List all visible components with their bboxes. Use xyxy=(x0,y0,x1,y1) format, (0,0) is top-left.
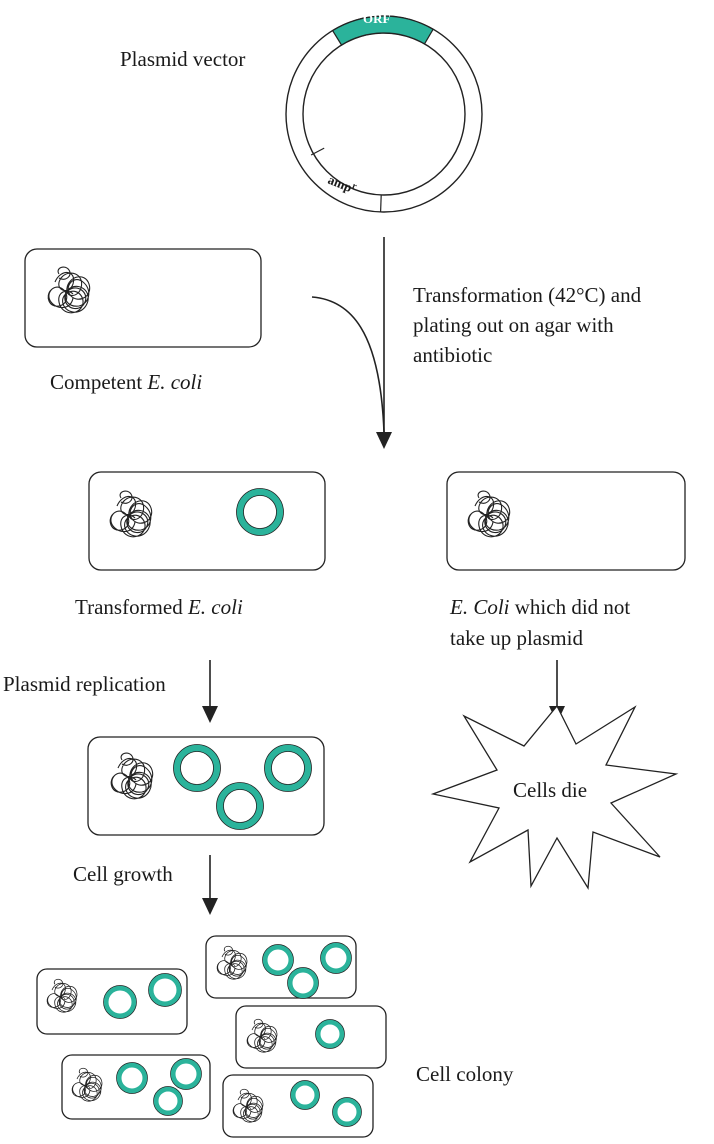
transformation-text-3: antibiotic xyxy=(413,343,492,367)
plasmid-replication-label: Plasmid replication xyxy=(3,672,166,696)
colony-cell xyxy=(222,1074,374,1138)
starburst-icon xyxy=(430,704,679,890)
notake-label-1: E. Coli which did not xyxy=(449,595,630,619)
orf-segment xyxy=(331,15,434,46)
cell-growth-label: Cell growth xyxy=(73,862,173,886)
plasmid-icon xyxy=(173,744,221,792)
competent-label: Competent E. coli xyxy=(50,370,202,394)
colony-cell xyxy=(61,1054,211,1120)
plasmid-icon xyxy=(264,744,312,792)
down-arrow-icon xyxy=(202,706,218,723)
notake-label-2: take up plasmid xyxy=(450,626,583,650)
plasmid-icon xyxy=(216,782,264,830)
plasmid-icon xyxy=(236,488,284,536)
orf-label: ORF xyxy=(363,11,391,26)
colony-cell xyxy=(205,935,357,999)
competent-cell xyxy=(24,248,262,348)
cell-colony-label: Cell colony xyxy=(416,1062,514,1086)
transformed-cell xyxy=(88,471,326,571)
cells-die-label: Cells die xyxy=(513,778,587,802)
colony-cell xyxy=(36,968,188,1035)
down-arrow-icon xyxy=(202,898,218,915)
curved-arrow xyxy=(311,296,385,433)
transformed-label: Transformed E. coli xyxy=(75,595,243,619)
down-arrow-icon xyxy=(376,432,392,449)
transformation-text-1: Transformation (42°C) and xyxy=(413,283,642,307)
untransformed-cell xyxy=(446,471,686,571)
plasmid-vector-icon xyxy=(285,15,483,213)
colony-cell xyxy=(235,1005,387,1069)
transformation-text-2: plating out on agar with xyxy=(413,313,614,337)
plasmid-vector-label: Plasmid vector xyxy=(120,47,245,71)
